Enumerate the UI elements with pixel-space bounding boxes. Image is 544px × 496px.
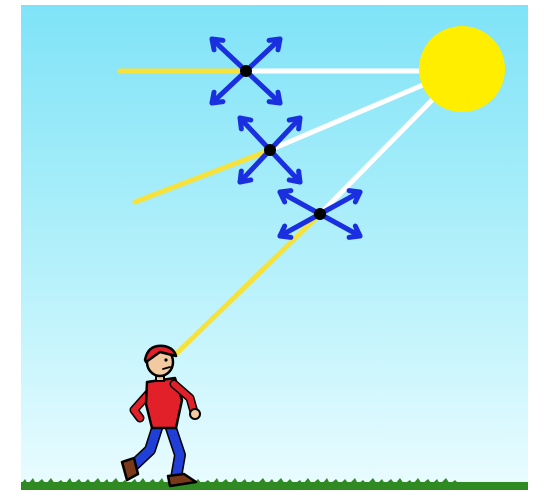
molecule-core <box>264 144 276 156</box>
molecule-core <box>314 208 326 220</box>
molecule-core <box>240 65 252 77</box>
sun-icon <box>419 26 505 112</box>
person-hand <box>190 409 200 419</box>
